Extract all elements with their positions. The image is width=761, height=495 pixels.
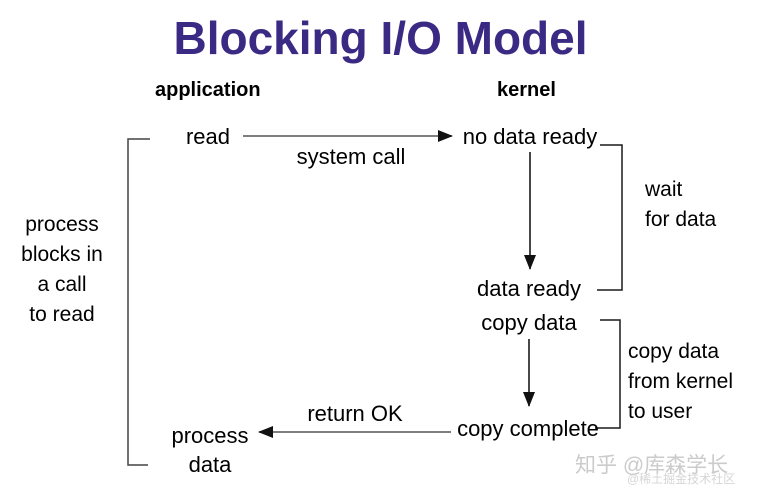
node-read: read	[185, 124, 231, 149]
node-process-data-line2: data	[188, 452, 232, 477]
node-no-data-ready: no data ready	[462, 124, 598, 149]
bracket-process-blocks	[127, 138, 150, 466]
annotation-process-blocks: process blocks in a call to read	[10, 210, 114, 330]
column-header-kernel: kernel	[497, 79, 556, 101]
watermark-juejin: @稀土掘金技术社区	[627, 472, 736, 486]
bracket-wait-for-data	[597, 144, 623, 291]
annotation-copy-kernel-user: copy data from kernel to user	[628, 337, 733, 427]
annotation-wait-line2: for data	[645, 208, 717, 231]
annotation-copy-line3: to user	[628, 400, 693, 423]
node-copy-data: copy data	[481, 310, 577, 335]
annotation-copy-line1: copy data	[628, 340, 720, 363]
node-copy-complete: copy complete	[457, 416, 599, 441]
node-process-data: process data	[171, 421, 248, 479]
annotation-process-blocks-line1: process	[25, 213, 99, 236]
annotation-process-blocks-line2: blocks in	[21, 243, 103, 266]
annotation-wait-for-data: wait for data	[645, 175, 716, 235]
annotation-process-blocks-line3: a call	[37, 273, 87, 296]
column-header-application: application	[155, 79, 261, 101]
edge-label-return-ok: return OK	[307, 401, 403, 426]
bracket-copy-kernel	[595, 319, 621, 429]
node-data-ready: data ready	[477, 276, 581, 301]
watermark-zhihu: 知乎 @库森学长	[575, 454, 729, 477]
node-process-data-line1: process	[171, 423, 249, 448]
annotation-process-blocks-line4: to read	[29, 303, 95, 326]
annotation-wait-line1: wait	[645, 178, 683, 201]
annotation-copy-line2: from kernel	[628, 370, 734, 393]
diagram-title: Blocking I/O Model	[173, 12, 588, 64]
edge-label-system-call: system call	[296, 144, 406, 169]
